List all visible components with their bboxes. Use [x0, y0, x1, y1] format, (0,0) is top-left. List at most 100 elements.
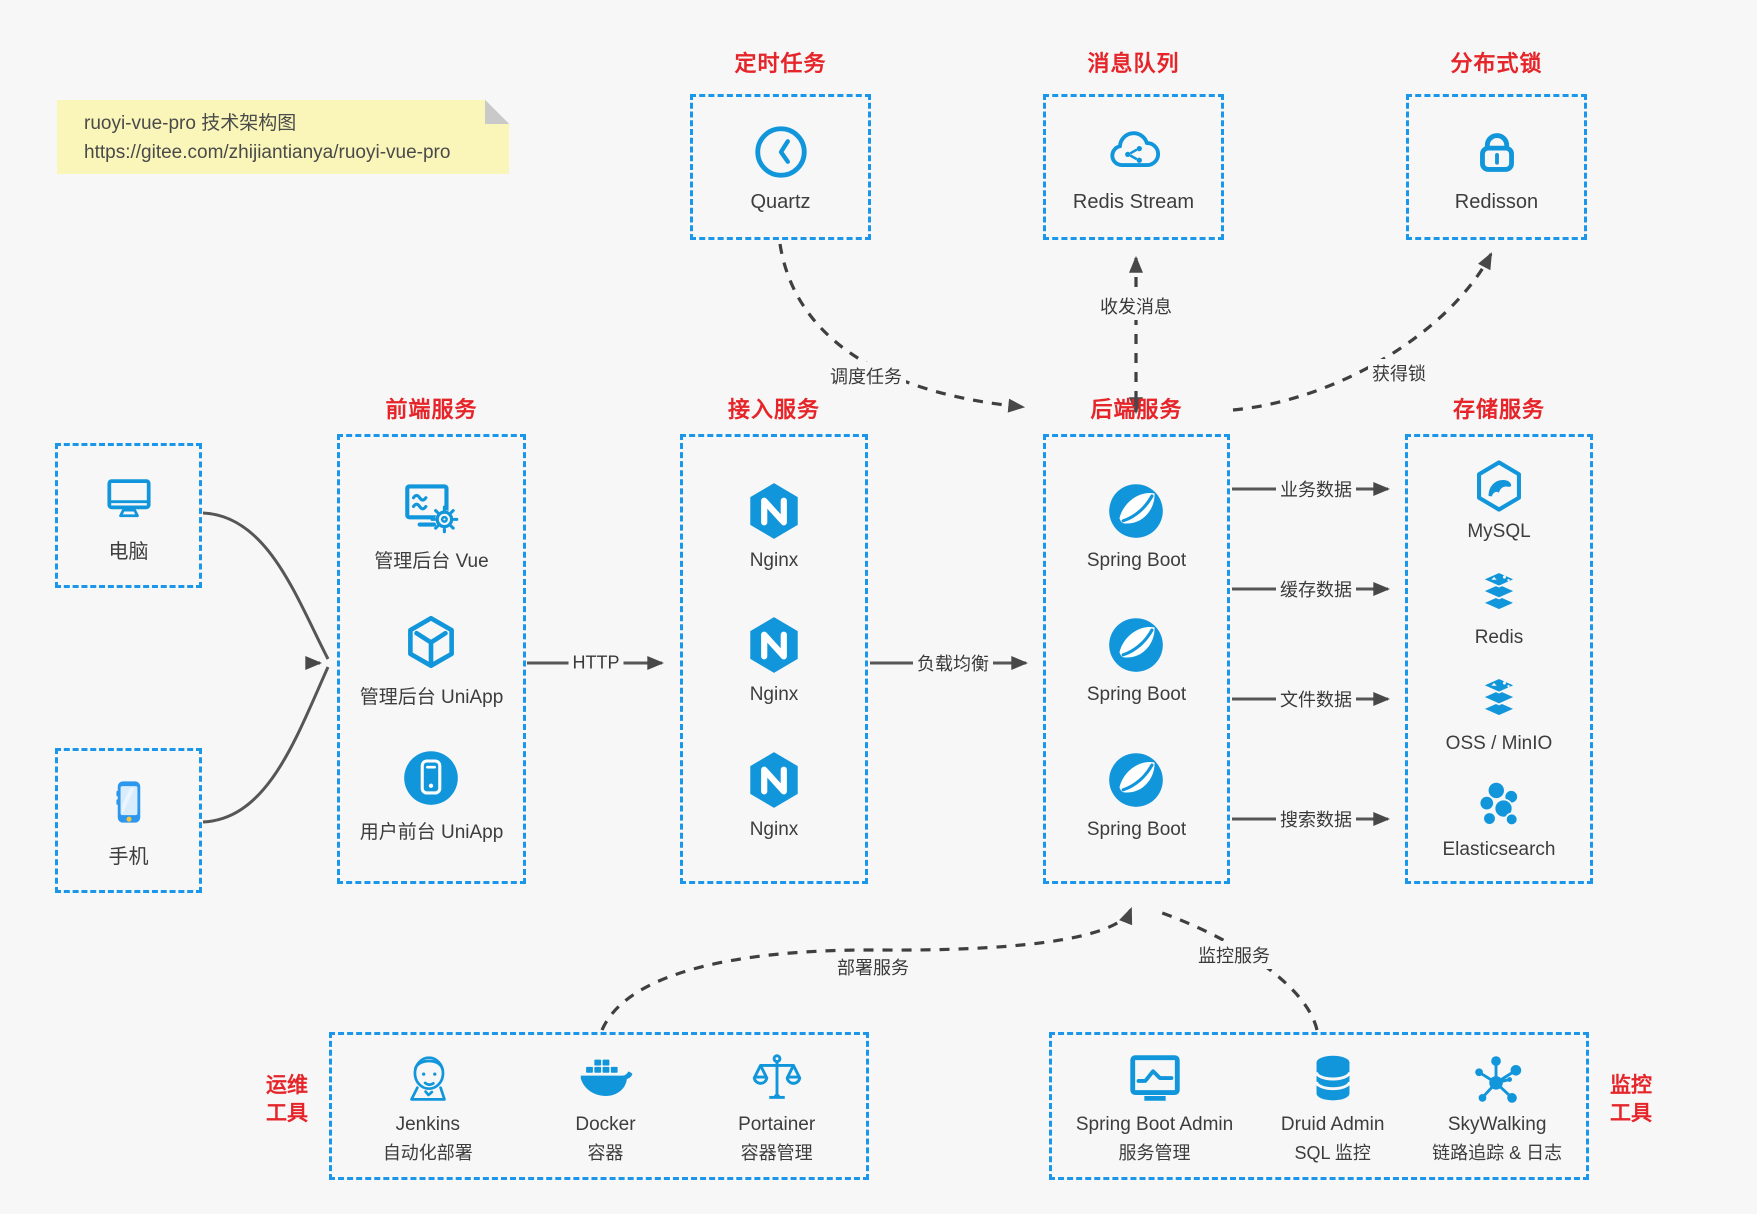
redis-node: Redis — [1470, 563, 1528, 649]
group-scheduled-tasks: 定时任务 Quartz — [690, 46, 871, 240]
monitor-tools-title: 监控 工具 — [1610, 1072, 1670, 1129]
spring-icon — [1103, 747, 1169, 813]
jenkins-icon — [397, 1048, 459, 1110]
uniapp-circle-icon — [398, 745, 464, 811]
desktop-icon — [99, 467, 159, 527]
jenkins-node: Jenkins 自动化部署 — [383, 1048, 473, 1165]
nginx-node-1: Nginx — [741, 478, 807, 572]
edge-label-http: HTTP — [568, 651, 624, 675]
quartz-label: Quartz — [750, 190, 811, 213]
docker-name: Docker — [575, 1113, 636, 1135]
spring-boot-node-3: Spring Boot — [1087, 747, 1186, 841]
nginx-label-1: Nginx — [749, 549, 799, 571]
nginx-label-2: Nginx — [749, 684, 799, 705]
note-url: https://gitee.com/zhijiantianya/ruoyi-vu… — [84, 141, 451, 163]
spring-icon — [1103, 478, 1169, 544]
ops-tools-title-line1: 运维 — [266, 1074, 308, 1097]
spring-boot-admin-desc: 服务管理 — [1118, 1142, 1191, 1163]
gateway-box: Nginx Nginx Nginx — [680, 434, 868, 884]
elasticsearch-label: Elasticsearch — [1442, 839, 1556, 860]
edge-phone-curve — [202, 666, 330, 824]
note-title: ruoyi-vue-pro 技术架构图 — [84, 113, 297, 134]
edge-label-lock: 获得锁 — [1368, 359, 1430, 387]
portainer-icon — [746, 1048, 808, 1110]
spring-boot-admin-node: Spring Boot Admin 服务管理 — [1076, 1048, 1233, 1165]
druid-icon — [1302, 1048, 1364, 1110]
edge-label-schedule: 调度任务 — [826, 362, 906, 390]
column-gateway: 接入服务 Nginx Nginx Nginx — [680, 392, 868, 884]
ops-tools-title: 运维 工具 — [248, 1072, 308, 1129]
spring-boot-node-1: Spring Boot — [1087, 478, 1186, 572]
admin-vue-node: 管理后台 Vue — [374, 474, 489, 573]
sticky-note: ruoyi-vue-pro 技术架构图 https://gitee.com/zh… — [57, 100, 509, 174]
edge-monitor — [1153, 908, 1319, 1031]
smartphone-icon — [99, 772, 159, 832]
jenkins-desc: 自动化部署 — [382, 1142, 473, 1163]
skywalking-icon — [1466, 1048, 1528, 1110]
column-title-storage: 存储服务 — [1452, 397, 1545, 422]
redisson-node: Redisson — [1406, 94, 1587, 240]
group-message-queue: 消息队列 Redis Stream — [1043, 46, 1224, 240]
nginx-icon — [741, 747, 807, 813]
column-frontend: 前端服务 管理后台 Vue 管理后台 UniApp 用户前台 UniApp — [337, 392, 526, 884]
lock-icon — [1466, 121, 1528, 183]
user-uniapp-label: 用户前台 UniApp — [359, 822, 504, 844]
frontend-box: 管理后台 Vue 管理后台 UniApp 用户前台 UniApp — [337, 434, 526, 884]
skywalking-name: SkyWalking — [1447, 1113, 1547, 1135]
spring-boot-node-2: Spring Boot — [1087, 612, 1186, 706]
edge-label-business-data: 业务数据 — [1276, 475, 1356, 503]
group-title-distributed-lock: 分布式锁 — [1450, 51, 1543, 76]
oss-minio-label: OSS / MinIO — [1445, 733, 1553, 754]
admin-uniapp-node: 管理后台 UniApp — [359, 610, 504, 709]
admin-uniapp-label: 管理后台 UniApp — [359, 686, 504, 708]
nginx-icon — [741, 478, 807, 544]
skywalking-node: SkyWalking 链路追踪 & 日志 — [1432, 1048, 1562, 1165]
spring-boot-admin-name: Spring Boot Admin — [1075, 1113, 1234, 1135]
redis-stream-label: Redis Stream — [1072, 190, 1195, 213]
spring-boot-label-1: Spring Boot — [1086, 549, 1187, 571]
nginx-node-2: Nginx — [741, 612, 807, 706]
elasticsearch-node: Elasticsearch — [1443, 775, 1556, 861]
column-title-frontend: 前端服务 — [385, 397, 478, 422]
edge-label-search-data: 搜索数据 — [1276, 805, 1356, 833]
edge-label-cache-data: 缓存数据 — [1276, 575, 1356, 603]
spring-boot-admin-icon — [1124, 1048, 1186, 1110]
desktop-label: 电脑 — [108, 541, 149, 563]
note-fold-corner — [485, 100, 509, 124]
portainer-desc: 容器管理 — [740, 1142, 813, 1163]
redisson-label: Redisson — [1454, 190, 1539, 213]
clock-icon — [750, 121, 812, 183]
admin-vue-label: 管理后台 Vue — [374, 550, 489, 572]
docker-desc: 容器 — [587, 1142, 624, 1163]
admin-vue-icon — [398, 474, 464, 540]
druid-node: Druid Admin SQL 监控 — [1280, 1048, 1385, 1165]
elasticsearch-icon — [1470, 775, 1528, 833]
cloud-stream-icon — [1103, 121, 1165, 183]
edge-desktop-curve — [202, 511, 330, 660]
docker-node: Docker 容器 — [574, 1048, 636, 1165]
quartz-node: Quartz — [690, 94, 871, 240]
monitor-tools-title-line1: 监控 — [1610, 1074, 1652, 1097]
jenkins-name: Jenkins — [395, 1113, 461, 1135]
nginx-node-3: Nginx — [741, 747, 807, 841]
skywalking-desc: 链路追踪 & 日志 — [1432, 1142, 1563, 1163]
portainer-node: Portainer 容器管理 — [738, 1048, 815, 1165]
ops-tools-title-line2: 工具 — [266, 1102, 308, 1126]
redis-icon — [1470, 563, 1528, 621]
storage-box: MySQL Redis OSS / MinIO Elasticsearch — [1405, 434, 1593, 884]
edge-lock — [1232, 252, 1493, 412]
backend-box: Spring Boot Spring Boot Spring Boot — [1043, 434, 1230, 884]
edge-label-file-data: 文件数据 — [1276, 685, 1356, 713]
druid-name: Druid Admin — [1280, 1113, 1385, 1135]
column-backend: 后端服务 Spring Boot Spring Boot Spring Boot — [1043, 392, 1230, 884]
group-title-scheduled-tasks: 定时任务 — [734, 51, 827, 76]
portainer-name: Portainer — [738, 1113, 816, 1135]
edge-label-message: 收发消息 — [1096, 292, 1176, 320]
spring-boot-label-2: Spring Boot — [1086, 684, 1187, 705]
oss-minio-icon — [1470, 669, 1528, 727]
column-title-backend: 后端服务 — [1090, 397, 1183, 422]
spring-icon — [1103, 612, 1169, 678]
edge-label-monitor: 监控服务 — [1194, 941, 1274, 969]
druid-desc: SQL 监控 — [1294, 1142, 1371, 1163]
